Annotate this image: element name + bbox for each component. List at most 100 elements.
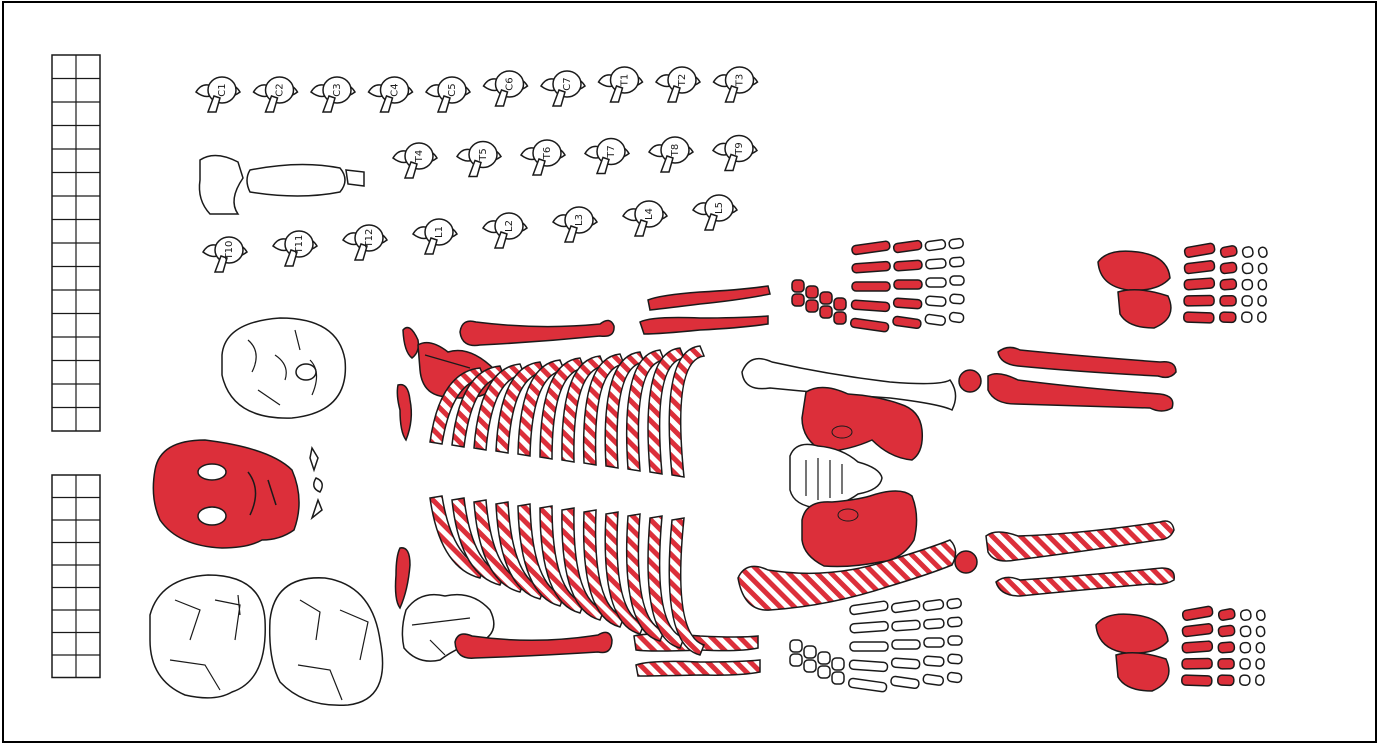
vertebra-label: T1 — [620, 74, 631, 87]
hand-ray-3-seg-4 — [948, 636, 962, 645]
vertebra-label: C3 — [332, 83, 343, 96]
vertebra-label: L3 — [574, 214, 585, 226]
rib-right-12 — [669, 346, 704, 477]
foot-ray-4-seg-1 — [1182, 658, 1212, 669]
hand-ray-5-seg-2 — [890, 676, 919, 689]
vertebrae-row-thoracic: T4T5T6T7T8T9 — [393, 136, 757, 179]
hand-ray-5-seg-3 — [925, 314, 946, 326]
vertebra-label: C7 — [562, 77, 573, 90]
foot-ray-5-seg-2 — [1218, 675, 1234, 686]
foot-ray-2-seg-4 — [1258, 263, 1267, 274]
vertebra-c5: C5 — [426, 77, 470, 112]
hand-ray-4-seg-1 — [849, 660, 888, 672]
vertebra-t11: T11 — [273, 231, 317, 266]
foot-ray-5-seg-1 — [1182, 675, 1212, 686]
vertebra-label: L1 — [434, 226, 445, 238]
hand-ray-5-seg-2 — [892, 316, 921, 329]
vertebra-l4: L4 — [623, 201, 667, 236]
vertebra-l2: L2 — [483, 213, 527, 248]
carpal-1 — [792, 280, 804, 292]
hand-right — [792, 238, 964, 332]
clavicle-left-upper — [397, 385, 411, 440]
hand-ray-5-seg-3 — [923, 674, 944, 686]
carpal-6 — [806, 300, 818, 312]
clavicle-right — [403, 328, 418, 358]
hand-ray-1-seg-4 — [949, 238, 964, 249]
carpal-4 — [832, 658, 844, 670]
hand-ray-5-seg-4 — [947, 672, 962, 683]
foot-ray-5-seg-4 — [1258, 312, 1266, 322]
vertebra-c3: C3 — [311, 77, 355, 112]
xiphoid-process — [346, 170, 364, 186]
carpal-7 — [820, 306, 832, 318]
hyoid-fragments — [310, 448, 322, 518]
vertebra-label: C4 — [390, 83, 401, 96]
calcaneus — [1098, 251, 1170, 290]
clavicle-left — [396, 548, 411, 608]
humerus-left — [455, 632, 612, 658]
foot-ray-4-seg-3 — [1240, 659, 1250, 669]
vertebra-t6: T6 — [521, 140, 565, 175]
foot-ray-5-seg-2 — [1220, 312, 1236, 323]
foot-ray-4-seg-3 — [1242, 296, 1252, 306]
foot-ray-2-seg-1 — [1184, 260, 1215, 274]
hand-ray-1-seg-1 — [851, 241, 890, 255]
hand-ray-4-seg-1 — [851, 300, 890, 312]
foot-ray-5-seg-4 — [1256, 675, 1264, 685]
hand-ray-1-seg-3 — [923, 599, 944, 611]
foot-ray-2-seg-2 — [1218, 625, 1235, 637]
vertebra-label: L2 — [504, 220, 515, 232]
vertebra-label: T11 — [294, 235, 305, 255]
hand-left — [790, 598, 962, 692]
carpal-3 — [818, 652, 830, 664]
foot-ray-1-seg-2 — [1220, 245, 1237, 258]
foot-left — [1096, 606, 1266, 691]
vertebra-l5: L5 — [693, 195, 737, 230]
foot-ray-1-seg-1 — [1184, 243, 1215, 258]
vertebra-t7: T7 — [585, 139, 629, 174]
hand-ray-2-seg-4 — [947, 617, 962, 627]
vertebra-label: T9 — [734, 142, 745, 155]
tooth-chart-upper — [52, 55, 100, 431]
hand-ray-2-seg-1 — [852, 261, 891, 273]
foot-ray-1-seg-3 — [1240, 609, 1252, 621]
hand-ray-4-seg-2 — [891, 658, 920, 669]
hand-ray-5-seg-1 — [850, 318, 889, 332]
foot-ray-2-seg-3 — [1240, 626, 1251, 637]
foot-ray-1-seg-3 — [1242, 246, 1254, 258]
hand-ray-3-seg-1 — [850, 642, 888, 651]
calcaneus — [1096, 614, 1168, 653]
vertebra-t10: T10 — [203, 237, 247, 272]
foot-ray-1-seg-2 — [1218, 608, 1235, 621]
carpal-3 — [820, 292, 832, 304]
hand-ray-2-seg-4 — [949, 257, 964, 267]
carpal-2 — [804, 646, 816, 658]
carpal-5 — [792, 294, 804, 306]
hand-ray-2-seg-3 — [926, 259, 947, 269]
vertebra-label: T4 — [414, 150, 425, 163]
talus — [1116, 653, 1169, 691]
foot-ray-3-seg-2 — [1220, 279, 1237, 290]
sternum-body — [247, 164, 345, 196]
vertebrae-row-lumbar: T10 T11 T12 L1 L2 L3 L4 L5 — [203, 195, 737, 272]
hand-ray-2-seg-1 — [850, 621, 889, 633]
vertebra-label: L4 — [644, 208, 655, 220]
vertebra-t2: T2 — [656, 67, 700, 102]
vertebra-label: T6 — [542, 147, 553, 160]
foot-ray-3-seg-4 — [1258, 279, 1267, 290]
carpal-6 — [804, 660, 816, 672]
vertebra-l3: L3 — [553, 207, 597, 242]
vertebra-l1: L1 — [413, 219, 457, 254]
vertebra-t5: T5 — [457, 142, 501, 177]
humerus-right — [460, 320, 614, 345]
hand-ray-2-seg-2 — [892, 620, 921, 631]
tooth-chart-lower — [52, 475, 100, 678]
hand-ray-4-seg-2 — [893, 298, 922, 309]
hand-ray-4-seg-4 — [948, 654, 963, 664]
patella-right — [959, 370, 981, 392]
sternum-manubrium — [199, 155, 243, 214]
vertebra-label: T12 — [364, 229, 375, 249]
hand-ray-3-seg-3 — [924, 638, 944, 647]
